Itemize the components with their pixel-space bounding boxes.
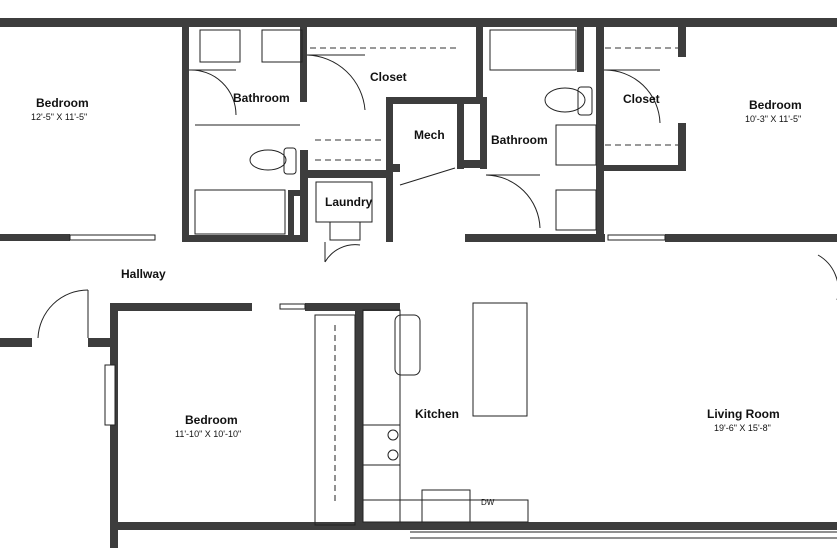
room-label-bathroom-center: Bathroom <box>491 133 548 147</box>
room-label-hallway: Hallway <box>121 267 166 281</box>
doors <box>37 54 837 339</box>
room-label-mech: Mech <box>414 128 445 142</box>
center-bathroom-fixtures <box>489 29 597 231</box>
room-label-bedroom-lower: Bedroom <box>185 413 238 427</box>
bottom-windows <box>410 531 837 539</box>
room-label-bedroom-left: Bedroom <box>36 96 89 110</box>
room-dims-living-room: 19'-6" X 15'-8" <box>714 423 771 433</box>
room-dims-bedroom-left: 12'-5" X 11'-5" <box>31 112 88 122</box>
laundry-machines <box>315 181 373 241</box>
walls <box>0 18 837 548</box>
room-label-bedroom-right: Bedroom <box>749 98 802 112</box>
room-label-kitchen: Kitchen <box>415 407 460 421</box>
room-label-closet-right: Closet <box>623 92 660 106</box>
room-dims-bedroom-lower: 11'-10" X 10'-10" <box>175 429 242 439</box>
windows <box>69 234 666 426</box>
room-label-laundry: Laundry <box>325 195 373 209</box>
room-label-bathroom-upper-left: Bathroom <box>233 91 290 105</box>
bathroom-fixtures <box>194 29 303 235</box>
dishwasher-label: DW <box>481 498 495 507</box>
kitchen-fixtures <box>314 302 529 526</box>
closet-shelves <box>310 47 678 161</box>
room-dims-bedroom-right: 10'-3" X 11'-5" <box>745 114 802 124</box>
room-label-living-room: Living Room <box>707 407 780 421</box>
room-label-closet-center: Closet <box>370 70 407 84</box>
